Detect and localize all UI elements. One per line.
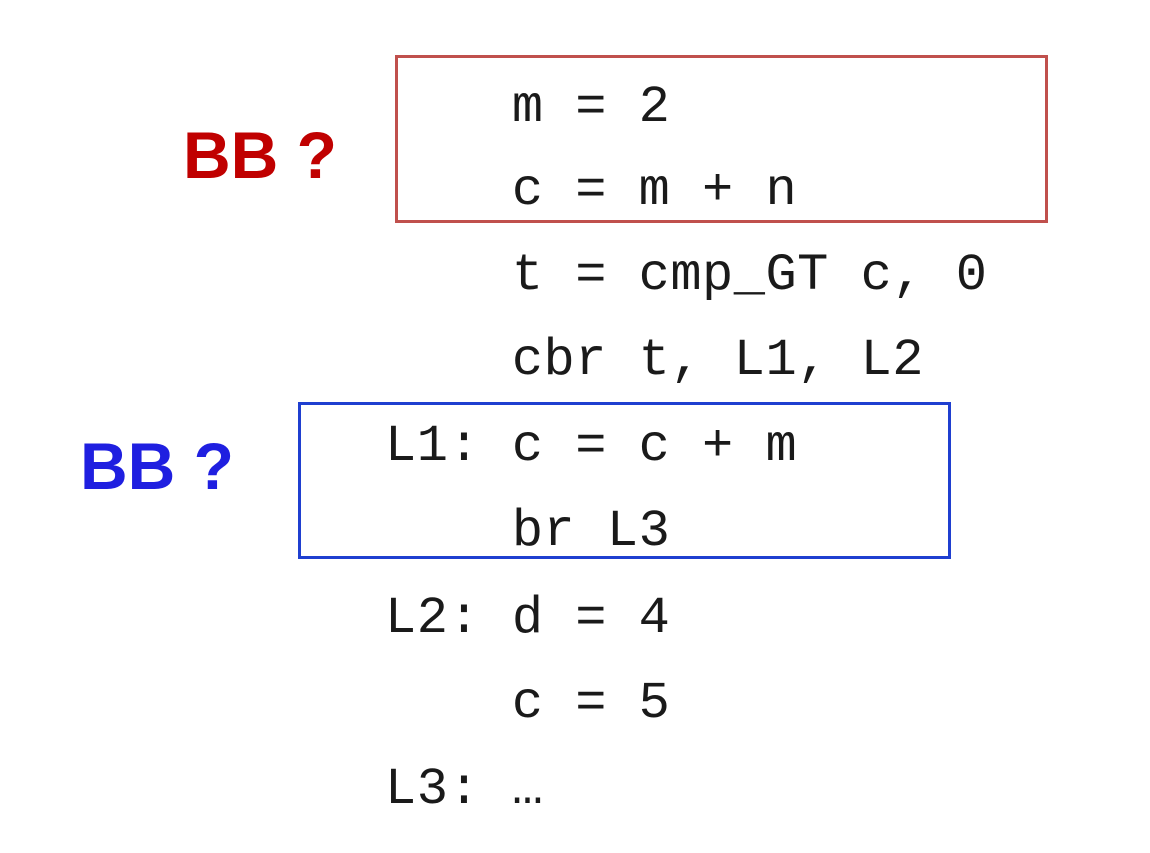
- code-line: L3: …: [385, 760, 544, 819]
- code-line: L1: c = c + m: [385, 417, 798, 476]
- red-basic-block-label: BB ?: [183, 118, 337, 192]
- blue-basic-block-label: BB ?: [80, 429, 234, 503]
- code-line: L2: d = 4: [385, 589, 671, 648]
- code-line: br L3: [385, 502, 671, 561]
- blue-basic-block-box: [298, 402, 951, 559]
- code-line: t = cmp_GT c, 0: [385, 246, 988, 305]
- code-line: m = 2: [385, 78, 671, 137]
- code-line: cbr t, L1, L2: [385, 331, 924, 390]
- code-line: c = 5: [385, 674, 671, 733]
- red-basic-block-box: [395, 55, 1048, 223]
- code-line: c = m + n: [385, 161, 798, 220]
